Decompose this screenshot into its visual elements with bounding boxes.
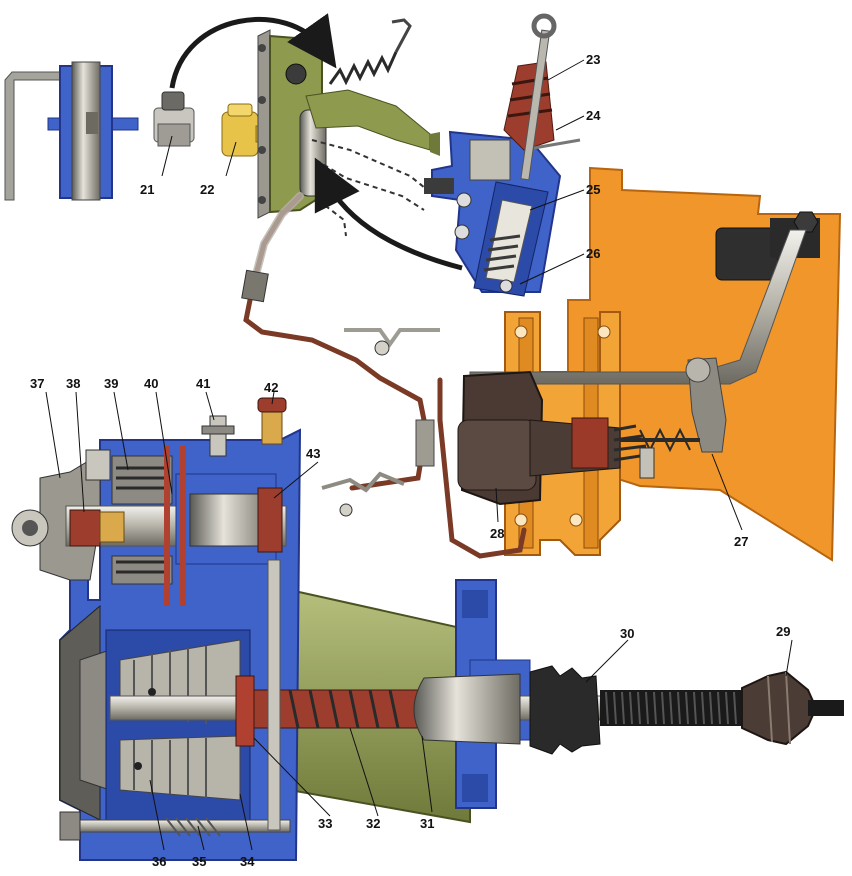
label-23: 23: [586, 52, 600, 67]
booster-valve-section: [65, 397, 287, 606]
pedal-bracket: [257, 18, 440, 237]
label-40: 40: [144, 376, 158, 391]
label-39: 39: [104, 376, 118, 391]
label-42: 42: [264, 380, 278, 395]
motion-arrows: [169, 13, 463, 271]
label-41: 41: [196, 376, 210, 391]
callout-labels: 21 22 23 24 25 26 27 28 29 30 31 32 33 3…: [30, 52, 790, 869]
label-21: 21: [140, 182, 154, 197]
label-35: 35: [192, 854, 206, 869]
label-31: 31: [420, 816, 434, 831]
label-29: 29: [776, 624, 790, 639]
label-26: 26: [586, 246, 600, 261]
bushing-21: [153, 91, 195, 147]
frame-lever-assembly: [469, 211, 820, 453]
pedal-mount-detail: [4, 61, 139, 201]
label-32: 32: [366, 816, 380, 831]
label-27: 27: [734, 534, 748, 549]
label-22: 22: [200, 182, 214, 197]
label-36: 36: [152, 854, 166, 869]
slave-cylinder-28: [457, 370, 700, 506]
label-28: 28: [490, 526, 504, 541]
label-43: 43: [306, 446, 320, 461]
label-33: 33: [318, 816, 332, 831]
label-38: 38: [66, 376, 80, 391]
label-34: 34: [240, 854, 255, 869]
label-25: 25: [586, 182, 600, 197]
booster-power-section: [59, 559, 760, 841]
master-cylinder: [424, 13, 581, 297]
label-30: 30: [620, 626, 634, 641]
label-24: 24: [586, 108, 601, 123]
hydraulic-lines: [241, 192, 527, 559]
adjustment-nut-29: [741, 670, 844, 746]
leader-lines: [45, 59, 793, 851]
label-37: 37: [30, 376, 44, 391]
